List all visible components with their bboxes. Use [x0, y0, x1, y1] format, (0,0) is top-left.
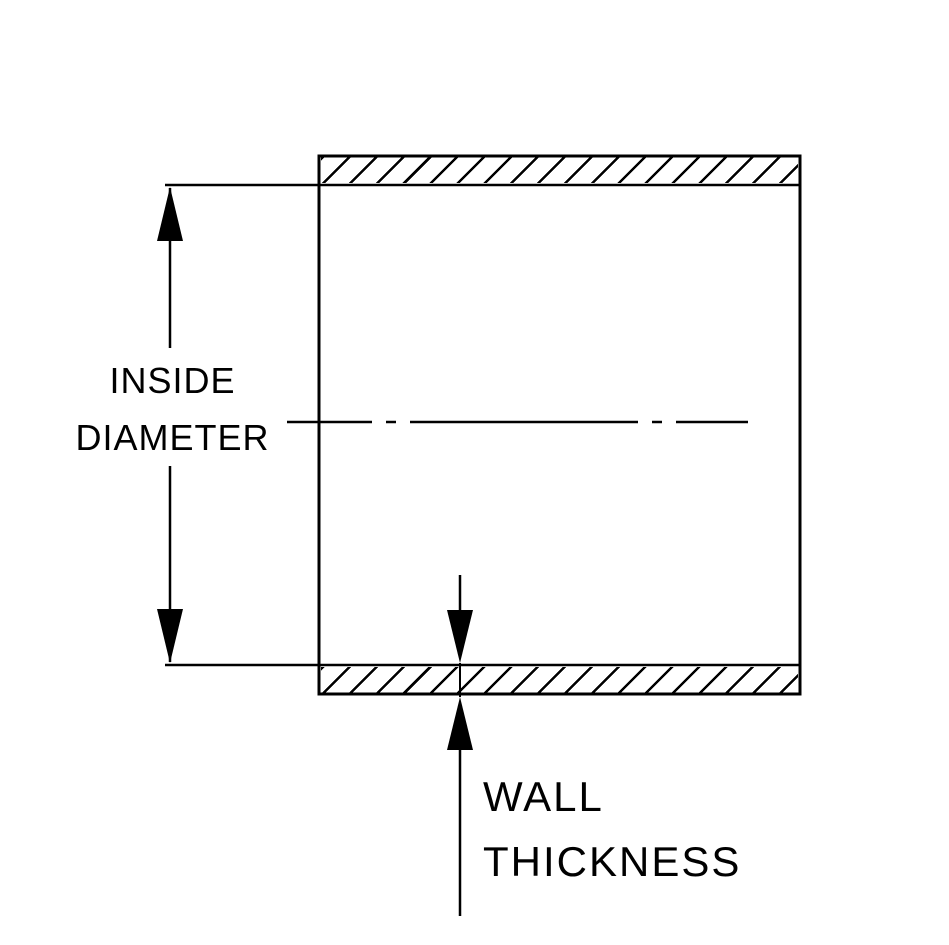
bottom-wall-hatch — [321, 667, 798, 693]
top-wall-hatch — [321, 157, 798, 183]
inside-diameter-label: INSIDE DIAMETER — [55, 352, 290, 466]
wall-thickness-label-line2: THICKNESS — [483, 838, 742, 885]
inside-diameter-label-line2: DIAMETER — [75, 417, 270, 458]
inside-diameter-label-line1: INSIDE — [109, 360, 236, 401]
wall-thickness-arrow-down — [447, 610, 473, 663]
wall-thickness-label-line1: WALL — [483, 773, 604, 820]
tube-outline — [317, 154, 802, 696]
wall-thickness-arrow-up — [447, 697, 473, 750]
inside-diameter-arrow-up — [157, 187, 183, 241]
inside-diameter-arrow-down — [157, 609, 183, 663]
wall-thickness-label: WALL THICKNESS — [483, 764, 783, 894]
